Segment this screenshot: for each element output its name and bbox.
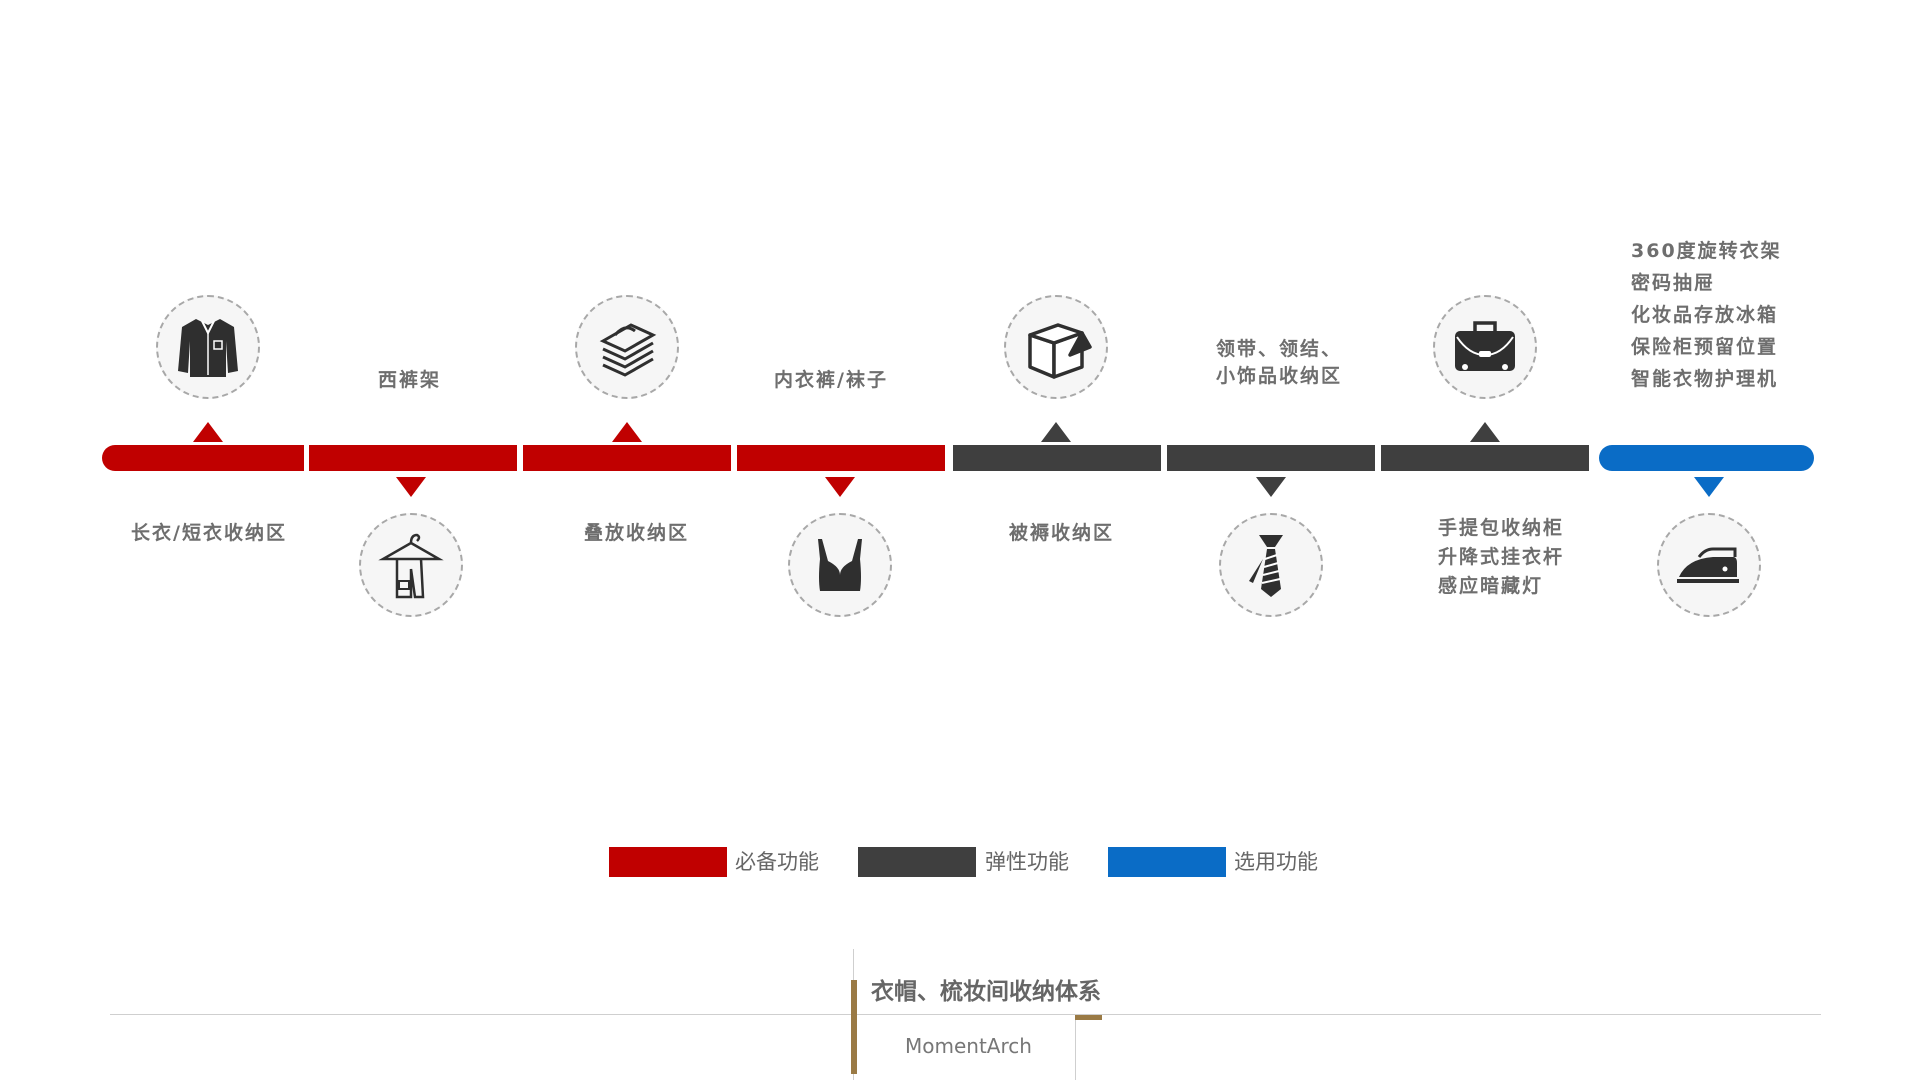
timeline-segment-1	[102, 445, 304, 471]
label-line: 保险柜预留位置	[1631, 336, 1779, 358]
label-line: 密码抽屉	[1631, 272, 1716, 294]
pointer-up-icon	[612, 422, 642, 442]
pointer-down-icon	[396, 477, 426, 497]
timeline-segment-3	[523, 445, 731, 471]
briefcase-icon	[1433, 295, 1537, 399]
legend-label-flexible: 弹性功能	[985, 850, 1069, 874]
label-line: 手提包收纳柜	[1438, 517, 1565, 539]
legend-swatch-flexible	[858, 847, 976, 877]
timeline-segment-6	[1167, 445, 1375, 471]
node-label-folding-area: 叠放收纳区	[584, 522, 690, 544]
node-label-bedding-area: 被褥收纳区	[1009, 522, 1115, 544]
legend-label-optional: 选用功能	[1234, 850, 1318, 874]
label-line: 化妆品存放冰箱	[1631, 304, 1779, 326]
iron-icon	[1657, 513, 1761, 617]
footer-brand: MomentArch	[905, 1034, 1032, 1058]
node-label-underwear-socks: 内衣裤/袜子	[774, 369, 888, 391]
footer-divider	[110, 1014, 1821, 1015]
pointer-up-icon	[1470, 422, 1500, 442]
pointer-up-icon	[193, 422, 223, 442]
label-line: 升降式挂衣杆	[1438, 546, 1565, 568]
node-label-tie-accessories: 领带、领结、 小饰品收纳区	[1216, 336, 1342, 390]
legend-swatch-optional	[1108, 847, 1226, 877]
footer-title: 衣帽、梳妆间收纳体系	[871, 979, 1101, 1005]
node-label-optional-list: 360度旋转衣架 密码抽屉 化妆品存放冰箱 保险柜预留位置 智能衣物护理机	[1631, 235, 1782, 395]
box-icon	[1004, 295, 1108, 399]
legend-label-required: 必备功能	[735, 850, 819, 874]
timeline-segment-2	[309, 445, 517, 471]
node-label-handbag: 手提包收纳柜 升降式挂衣杆 感应暗藏灯	[1438, 514, 1564, 601]
footer-vertical-line-right	[1075, 1014, 1076, 1080]
pointer-down-icon	[1256, 477, 1286, 497]
timeline-segment-5	[953, 445, 1161, 471]
folded-clothes-icon	[575, 295, 679, 399]
label-line: 领带、领结、	[1216, 338, 1343, 360]
trousers-hanger-icon	[359, 513, 463, 617]
timeline-segment-8	[1599, 445, 1814, 471]
label-line: 智能衣物护理机	[1631, 368, 1779, 390]
pointer-down-icon	[825, 477, 855, 497]
node-label-long-short-clothes: 长衣/短衣收纳区	[131, 522, 287, 544]
shirt-icon	[156, 295, 260, 399]
timeline-segment-4	[737, 445, 945, 471]
label-line: 感应暗藏灯	[1438, 575, 1544, 597]
legend-swatch-required	[609, 847, 727, 877]
pointer-up-icon	[1041, 422, 1071, 442]
timeline-segment-7	[1381, 445, 1589, 471]
footer-gold-bar	[851, 980, 857, 1074]
footer-gold-accent	[1075, 1015, 1102, 1020]
tie-icon	[1219, 513, 1323, 617]
bra-icon	[788, 513, 892, 617]
node-label-trousers-rack: 西裤架	[378, 369, 442, 391]
pointer-down-icon	[1694, 477, 1724, 497]
label-line: 360度旋转衣架	[1631, 240, 1782, 262]
label-line: 小饰品收纳区	[1216, 365, 1343, 387]
